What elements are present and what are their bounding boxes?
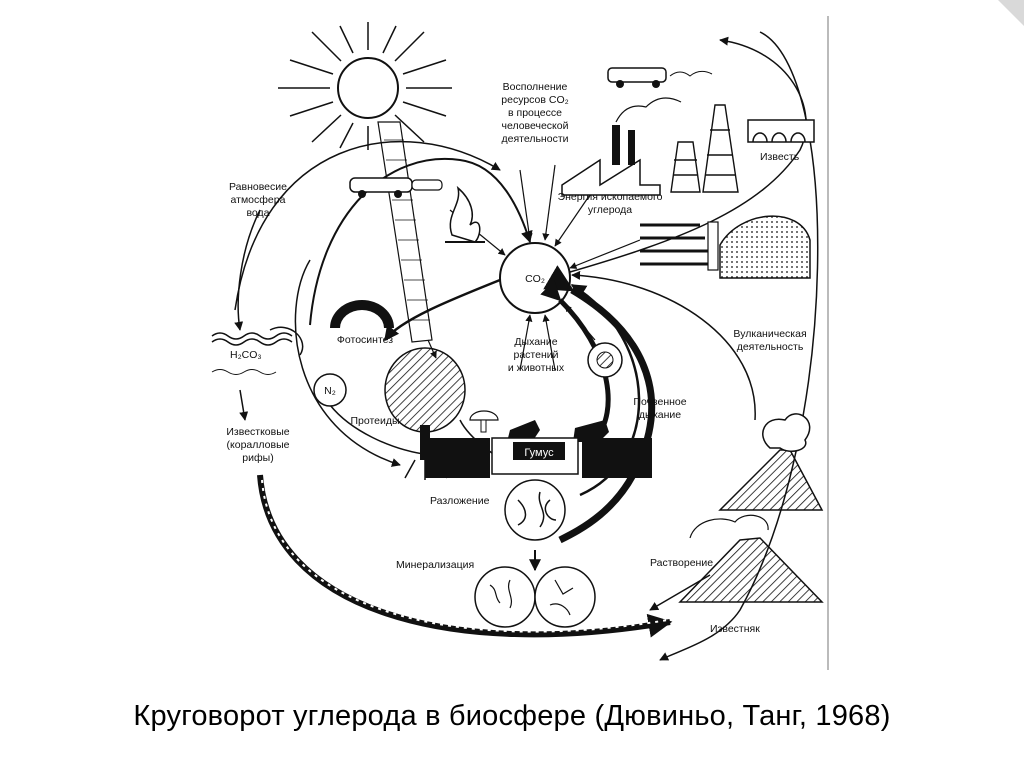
photosynthesis-icon xyxy=(330,300,394,328)
car-icon xyxy=(349,177,443,198)
reefs-label-3: рифы) xyxy=(242,452,273,464)
nitrogen-node: N₂ xyxy=(313,373,347,407)
animal-icon xyxy=(507,420,609,442)
carbon-cycle-diagram: CO₂ xyxy=(211,16,829,670)
balance-label-2: атмосфера xyxy=(231,194,286,206)
mushroom-icon xyxy=(469,410,499,433)
mineralization-label: Минерализация xyxy=(396,559,474,571)
slide-caption: Круговорот углерода в биосфере (Дювиньо,… xyxy=(133,700,891,732)
page-corner-fold xyxy=(998,0,1024,26)
limestone-label: Известняк xyxy=(710,623,760,635)
fire-icon xyxy=(445,185,485,243)
respiration-label-2: растений xyxy=(514,349,559,361)
sun-icon xyxy=(278,22,452,150)
lime-label: Известь xyxy=(760,151,800,163)
human-activity-label-2: ресурсов CO₂ xyxy=(501,94,568,106)
coal-deposit-icon xyxy=(640,215,811,279)
soil-respiration-label-1: Почвенное xyxy=(633,396,686,408)
fossil-label-2: углерода xyxy=(588,204,632,216)
respiration-label-1: Дыхание xyxy=(514,336,557,348)
reefs-label-2: (коралловые xyxy=(227,439,290,451)
human-activity-label-5: деятельности xyxy=(502,133,569,145)
labels: Восполнение ресурсов CO₂ в процессе чело… xyxy=(226,81,806,635)
photosynthesis-label: Фотосинтез xyxy=(337,334,393,346)
decomposition-label: Разложение xyxy=(430,495,490,507)
co2-label: CO₂ xyxy=(525,273,545,285)
soil-blocks: Гумус xyxy=(425,437,652,478)
soil-microbe-icon xyxy=(587,342,623,378)
oil-derrick-icon xyxy=(670,104,739,193)
human-activity-label-4: человеческой xyxy=(502,120,569,132)
car-icon xyxy=(607,67,713,88)
mineralization-node xyxy=(474,566,596,628)
dissolution-label: Растворение xyxy=(650,557,713,569)
humus-label: Гумус xyxy=(524,447,554,459)
volcanic-label-2: деятельность xyxy=(737,341,804,353)
decomposition-node xyxy=(504,479,566,541)
volcano-icon xyxy=(718,413,824,511)
volcanic-label-1: Вулканическая xyxy=(733,328,806,340)
respiration-label-3: и животных xyxy=(508,362,565,374)
balance-label-3: вода xyxy=(246,207,269,219)
soil-respiration-label-2: дыхание xyxy=(639,409,681,421)
protists-label: Протеиды xyxy=(350,415,399,427)
lime-bridge-icon xyxy=(747,119,815,143)
limestone-mound-icon xyxy=(678,514,824,603)
fossil-label-1: Энергия ископаемого xyxy=(558,191,663,203)
ocean-icon xyxy=(211,326,304,375)
balance-label-1: Равновесие xyxy=(229,181,287,193)
human-activity-label-3: в процессе xyxy=(508,107,562,119)
n2-label: N₂ xyxy=(324,385,336,397)
human-activity-label-1: Восполнение xyxy=(503,81,568,93)
reefs-label-1: Известковые xyxy=(226,426,289,438)
factory-icon xyxy=(561,97,682,196)
h2co3-label: H₂CO₃ xyxy=(230,349,262,361)
